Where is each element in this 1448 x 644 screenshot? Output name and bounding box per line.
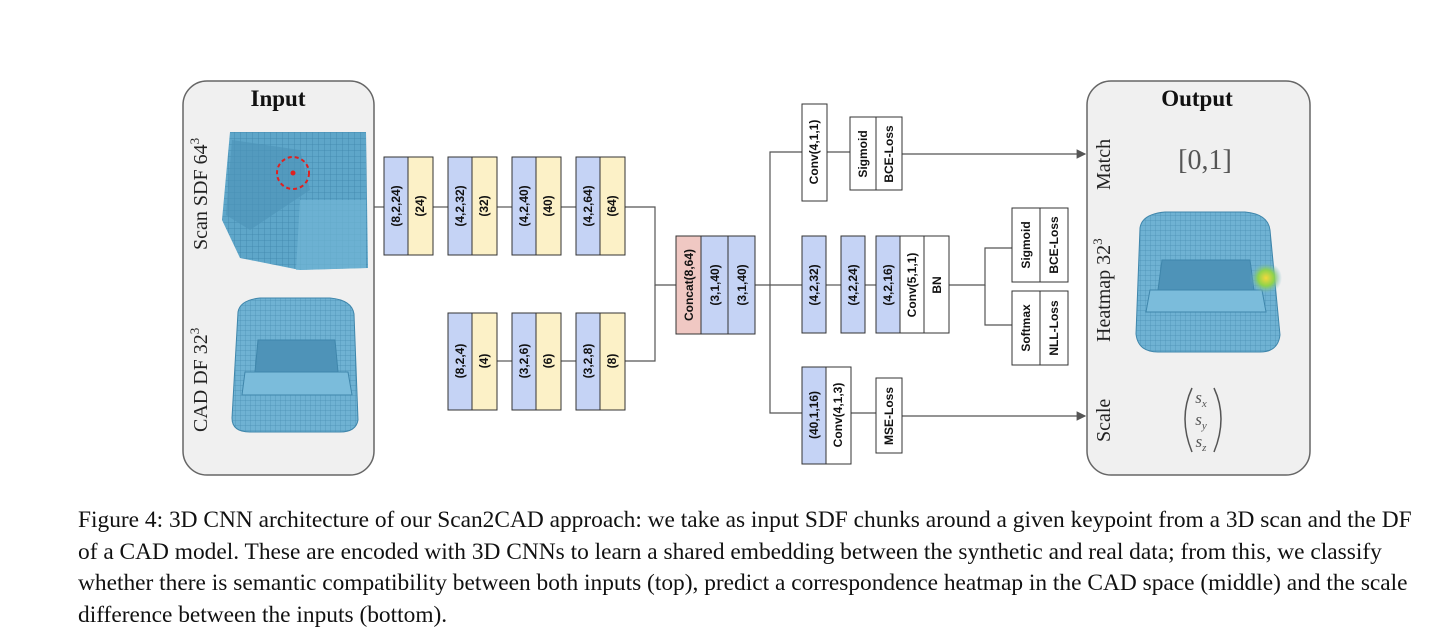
scan-layer-1: (8,2,24) (24)	[383, 156, 434, 256]
svg-text:(64): (64)	[605, 195, 619, 216]
cad-voxel-chair	[231, 297, 359, 433]
svg-text:(4,2,40): (4,2,40)	[517, 185, 531, 226]
svg-text:MSE-Loss: MSE-Loss	[882, 387, 896, 445]
match-value: [0,1]	[1178, 145, 1232, 176]
svg-text:(3,1,40): (3,1,40)	[708, 264, 722, 305]
svg-text:(4,2,32): (4,2,32)	[453, 185, 467, 226]
match-conv-block: Conv(4,1,1)	[801, 103, 828, 202]
svg-text:BCE-Loss: BCE-Loss	[1047, 216, 1061, 274]
svg-text:(4,2,64): (4,2,64)	[581, 185, 595, 226]
svg-text:sx: sx	[1195, 388, 1207, 410]
scan-sdf-label: Scan SDF 643	[187, 138, 212, 250]
svg-text:(8,2,4): (8,2,4)	[453, 344, 467, 379]
svg-text:(4,2,32): (4,2,32)	[807, 264, 821, 305]
svg-text:(6): (6)	[541, 354, 555, 369]
svg-text:Conv(4,1,1): Conv(4,1,1)	[807, 120, 821, 185]
cad-layer-1: (8,2,4) (4)	[447, 312, 498, 411]
heatmap-sigmoid-block: Sigmoid BCE-Loss	[1011, 207, 1069, 283]
svg-text:(24): (24)	[413, 195, 427, 216]
scale-conv-block: (40,1,16) Conv(4,1,3)	[801, 366, 852, 465]
connectors	[374, 149, 1087, 421]
heatmap-hotspot	[1250, 262, 1282, 294]
svg-text:Conv(5,1,1): Conv(5,1,1)	[905, 253, 919, 318]
match-loss-block: Sigmoid BCE-Loss	[849, 116, 903, 191]
output-title: Output	[1161, 86, 1233, 111]
scan-layer-2: (4,2,32) (32)	[447, 156, 498, 256]
scale-label: Scale	[1093, 399, 1115, 442]
svg-text:(8,2,24): (8,2,24)	[389, 185, 403, 226]
svg-text:Conv(4,1,3): Conv(4,1,3)	[831, 383, 845, 448]
svg-text:(4): (4)	[477, 354, 491, 369]
svg-text:(32): (32)	[477, 195, 491, 216]
svg-text:(8): (8)	[605, 354, 619, 369]
svg-text:sy: sy	[1195, 410, 1207, 432]
scan-layer-4: (4,2,64) (64)	[575, 156, 626, 256]
scale-loss-block: MSE-Loss	[875, 377, 903, 454]
scale-vector: sx sy sz	[1184, 387, 1222, 454]
svg-text:Concat(8,64): Concat(8,64)	[682, 249, 696, 321]
svg-text:(4,2,24): (4,2,24)	[846, 264, 860, 305]
heatmap-softmax-block: Softmax NLL-Loss	[1011, 290, 1069, 366]
svg-text:(40): (40)	[541, 195, 555, 216]
svg-text:(40,1,16): (40,1,16)	[807, 391, 821, 439]
scan-voxel-image	[222, 132, 368, 270]
heatmap-voxel-chair	[1135, 211, 1282, 353]
svg-text:(3,1,40): (3,1,40)	[735, 264, 749, 305]
svg-text:Softmax: Softmax	[1019, 304, 1033, 352]
svg-text:NLL-Loss: NLL-Loss	[1047, 300, 1061, 356]
match-label: Match	[1093, 139, 1115, 190]
output-panel: Output Match [0,1] Heatmap 323 Scale sx …	[1086, 80, 1311, 476]
cad-df-label: CAD DF 323	[187, 328, 212, 432]
figure-caption: Figure 4: 3D CNN architecture of our Sca…	[78, 507, 1412, 628]
input-title: Input	[251, 86, 306, 111]
svg-text:(4,2,16): (4,2,16)	[881, 264, 895, 305]
svg-text:Sigmoid: Sigmoid	[856, 130, 870, 177]
heatmap-label: Heatmap 323	[1090, 238, 1115, 342]
input-panel: Input Scan SDF 643 CAD DF 323	[182, 80, 375, 476]
architecture-diagram: Input Scan SDF 643 CAD DF 323 Output Mat…	[182, 80, 1311, 476]
layer-blocks: (8,2,24) (24) (4,2,32) (32) (4,2,40) (40…	[383, 103, 1069, 465]
svg-text:(3,2,6): (3,2,6)	[517, 344, 531, 379]
scan-layer-3: (4,2,40) (40)	[511, 156, 562, 256]
heatmap-layer-3: (4,2,16) Conv(5,1,1) BN	[875, 235, 950, 334]
keypoint-circle	[276, 156, 310, 190]
svg-text:(3,2,8): (3,2,8)	[581, 344, 595, 379]
cad-layer-2: (3,2,6) (6)	[511, 312, 562, 411]
heatmap-layer-2: (4,2,24)	[840, 235, 866, 334]
svg-text:BN: BN	[930, 276, 944, 293]
cad-layer-3: (3,2,8) (8)	[575, 312, 626, 411]
svg-text:sz: sz	[1196, 432, 1208, 454]
concat-block: Concat(8,64) (3,1,40) (3,1,40)	[675, 235, 756, 335]
svg-text:BCE-Loss: BCE-Loss	[882, 125, 896, 183]
svg-text:Sigmoid: Sigmoid	[1019, 221, 1033, 268]
heatmap-layer-1: (4,2,32)	[801, 235, 827, 334]
